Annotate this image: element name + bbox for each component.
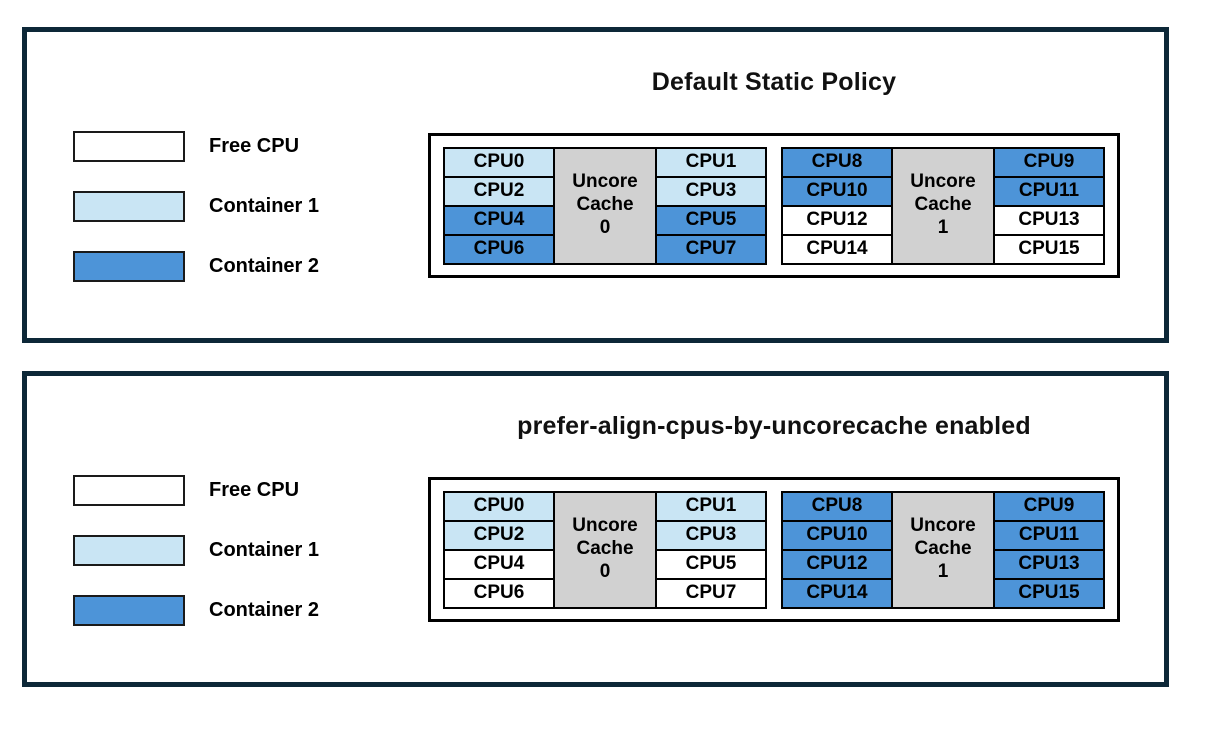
cpu-cell: CPU14: [781, 577, 893, 609]
legend-item-container-2: Container 2: [73, 595, 319, 626]
legend-item-container-1: Container 1: [73, 191, 319, 222]
cpu-cell: CPU8: [781, 490, 893, 522]
cpu-cell: CPU3: [655, 519, 767, 551]
cache-label-line: Uncore: [910, 515, 976, 537]
legend-item-free-cpu: Free CPU: [73, 475, 319, 506]
cpu-cell: CPU5: [655, 548, 767, 580]
panel-default-static-policy: Default Static Policy Free CPU Container…: [22, 27, 1169, 343]
legend-label: Container 1: [209, 195, 320, 217]
cpu-cell: CPU15: [993, 577, 1105, 609]
cpu-cell: CPU7: [655, 577, 767, 609]
cpu-topology-diagram: CPU0 CPU2 CPU4 CPU6 Uncore Cache 0 CPU1 …: [428, 133, 1120, 278]
cpu-column-right: CPU9 CPU11 CPU13 CPU15: [993, 490, 1105, 609]
cpu-column-right: CPU1 CPU3 CPU5 CPU7: [655, 490, 767, 609]
cpu-cell: CPU4: [443, 548, 555, 580]
cpu-cell: CPU9: [993, 146, 1105, 178]
cache-label-line: 0: [599, 560, 611, 582]
legend-label: Container 1: [209, 539, 320, 561]
cache-label-line: Cache: [576, 194, 634, 216]
legend-item-free-cpu: Free CPU: [73, 131, 319, 162]
legend-label: Free CPU: [209, 479, 300, 501]
cpu-cell: CPU10: [781, 175, 893, 207]
uncore-cache-0-box: Uncore Cache 0: [553, 490, 657, 609]
cache-label-line: Cache: [914, 538, 972, 560]
cpu-column-left: CPU0 CPU2 CPU4 CPU6: [443, 490, 555, 609]
uncore-cache-group-0: CPU0 CPU2 CPU4 CPU6 Uncore Cache 0 CPU1 …: [443, 146, 767, 265]
legend-swatch-container-1: [73, 535, 185, 566]
cpu-column-right: CPU1 CPU3 CPU5 CPU7: [655, 146, 767, 265]
uncore-cache-1-box: Uncore Cache 1: [891, 490, 995, 609]
cpu-cell: CPU5: [655, 204, 767, 236]
cache-label-line: 1: [937, 560, 949, 582]
cpu-cell: CPU0: [443, 490, 555, 522]
cpu-cell: CPU15: [993, 233, 1105, 265]
legend: Free CPU Container 1 Container 2: [73, 475, 319, 655]
cpu-column-left: CPU8 CPU10 CPU12 CPU14: [781, 490, 893, 609]
cpu-cell: CPU13: [993, 204, 1105, 236]
cpu-cell: CPU11: [993, 175, 1105, 207]
uncore-cache-group-0: CPU0 CPU2 CPU4 CPU6 Uncore Cache 0 CPU1 …: [443, 490, 767, 609]
legend-swatch-container-2: [73, 251, 185, 282]
legend-swatch-container-2: [73, 595, 185, 626]
cpu-cell: CPU0: [443, 146, 555, 178]
cache-label-line: 0: [599, 216, 611, 238]
cpu-cell: CPU7: [655, 233, 767, 265]
cpu-cell: CPU2: [443, 175, 555, 207]
cpu-column-right: CPU9 CPU11 CPU13 CPU15: [993, 146, 1105, 265]
cache-label-line: Uncore: [572, 171, 638, 193]
cpu-cell: CPU12: [781, 204, 893, 236]
cpu-cell: CPU10: [781, 519, 893, 551]
legend-swatch-free-cpu: [73, 475, 185, 506]
legend-label: Free CPU: [209, 135, 300, 157]
uncore-cache-0-box: Uncore Cache 0: [553, 146, 657, 265]
cpu-cell: CPU6: [443, 233, 555, 265]
panel-title: Default Static Policy: [651, 68, 897, 96]
cpu-cell: CPU8: [781, 146, 893, 178]
cpu-cell: CPU9: [993, 490, 1105, 522]
cpu-cell: CPU14: [781, 233, 893, 265]
cpu-cell: CPU1: [655, 490, 767, 522]
cpu-cell: CPU4: [443, 204, 555, 236]
cpu-column-left: CPU0 CPU2 CPU4 CPU6: [443, 146, 555, 265]
panel-title: prefer-align-cpus-by-uncorecache enabled: [517, 412, 1031, 440]
uncore-cache-group-1: CPU8 CPU10 CPU12 CPU14 Uncore Cache 1 CP…: [781, 490, 1105, 609]
cpu-cell: CPU2: [443, 519, 555, 551]
cache-label-line: Uncore: [572, 515, 638, 537]
legend: Free CPU Container 1 Container 2: [73, 131, 319, 311]
legend-swatch-free-cpu: [73, 131, 185, 162]
cpu-cell: CPU3: [655, 175, 767, 207]
cpu-topology-diagram: CPU0 CPU2 CPU4 CPU6 Uncore Cache 0 CPU1 …: [428, 477, 1120, 622]
cache-label-line: Cache: [914, 194, 972, 216]
cache-label-line: Uncore: [910, 171, 976, 193]
legend-label: Container 2: [209, 255, 320, 277]
cpu-column-left: CPU8 CPU10 CPU12 CPU14: [781, 146, 893, 265]
cpu-cell: CPU1: [655, 146, 767, 178]
legend-item-container-2: Container 2: [73, 251, 319, 282]
cache-label-line: Cache: [576, 538, 634, 560]
legend-label: Container 2: [209, 599, 320, 621]
cpu-cell: CPU11: [993, 519, 1105, 551]
cpu-cell: CPU12: [781, 548, 893, 580]
uncore-cache-group-1: CPU8 CPU10 CPU12 CPU14 Uncore Cache 1 CP…: [781, 146, 1105, 265]
cpu-cell: CPU13: [993, 548, 1105, 580]
legend-item-container-1: Container 1: [73, 535, 319, 566]
uncore-cache-1-box: Uncore Cache 1: [891, 146, 995, 265]
panel-prefer-align-uncorecache: prefer-align-cpus-by-uncorecache enabled…: [22, 371, 1169, 687]
legend-swatch-container-1: [73, 191, 185, 222]
cache-label-line: 1: [937, 216, 949, 238]
cpu-cell: CPU6: [443, 577, 555, 609]
